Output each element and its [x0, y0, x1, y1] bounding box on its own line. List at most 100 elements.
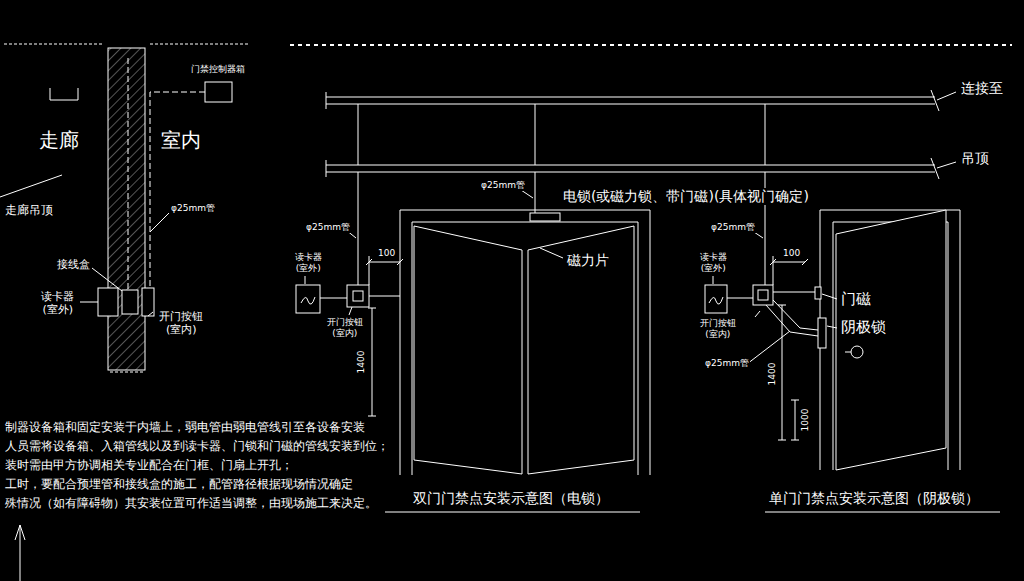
part-name: 读卡器 (室外) — [697, 252, 730, 274]
wall-section-part — [122, 290, 138, 314]
part-name: 读卡器 (室外) — [292, 252, 325, 274]
area-name: 走廊 — [38, 128, 80, 152]
ceiling-pipes-part — [535, 172, 536, 213]
single-door-part — [818, 318, 826, 348]
single-door-part — [758, 290, 768, 300]
double-door-part — [372, 308, 373, 416]
area-name: 室内 — [160, 128, 202, 152]
ceiling-pipes-part — [765, 104, 766, 165]
single-door-part — [713, 276, 714, 284]
double-door-part — [296, 285, 320, 313]
single-door-part — [773, 292, 815, 293]
single-door — [705, 210, 1000, 512]
double-door-part — [301, 297, 315, 304]
double-door-part — [397, 259, 403, 265]
pipe-label: 吊顶 — [960, 150, 990, 167]
single-door-part — [782, 305, 783, 440]
single-door-part — [753, 285, 773, 305]
part-name: 读卡器 (室外) — [38, 290, 77, 316]
double-door-part — [530, 213, 560, 221]
wall-section-part — [0, 175, 62, 197]
part-name: 接线盒 — [56, 258, 91, 271]
wall-section-part — [205, 82, 232, 102]
conduit-label: φ25mm管 — [305, 222, 351, 233]
pipe-label: 连接至 — [960, 80, 1004, 97]
single-door-part — [778, 305, 786, 306]
part-name: 门磁 — [840, 290, 872, 308]
ceiling-pipes-part — [326, 104, 935, 105]
ceiling-pipes-part — [358, 104, 359, 165]
figure-title: 双门门禁点安装示意图（电锁） — [412, 490, 610, 507]
double-door-part — [412, 222, 638, 475]
double-door-part — [368, 416, 376, 417]
wall-section-part — [98, 288, 118, 316]
single-door-part — [773, 256, 774, 285]
single-door-part — [822, 294, 837, 299]
double-door-part — [366, 259, 372, 265]
conduit-label: φ25mm管 — [480, 180, 526, 191]
double-door — [296, 190, 650, 512]
double-door-part — [369, 262, 400, 263]
conduit-label: φ25mm管 — [170, 203, 216, 214]
single-door-part — [770, 259, 776, 265]
single-door-part — [802, 259, 808, 265]
part-name: 磁力片 — [566, 252, 610, 269]
ceiling-pipes-part — [931, 158, 939, 179]
ceiling-pipes-part — [535, 104, 536, 165]
part-name: 电锁(或磁力锁、带门磁)(具体视门确定) — [562, 188, 810, 205]
part-name: 走廊吊顶 — [4, 203, 54, 217]
double-door-part — [305, 276, 306, 284]
single-door-part — [773, 262, 805, 263]
double-door-part — [369, 256, 370, 285]
single-door-part — [845, 352, 851, 353]
dimension: 100 — [377, 248, 396, 259]
single-door-part — [827, 326, 837, 328]
part-name: 阴极锁 — [840, 318, 887, 336]
wall-section — [0, 44, 250, 372]
single-door-part — [795, 400, 796, 440]
dimension: 1400 — [356, 350, 367, 375]
ceiling-pipes-part — [326, 97, 935, 98]
north-arrow-part — [15, 525, 25, 540]
single-door-part — [709, 297, 723, 304]
double-door-part — [353, 291, 363, 301]
figure-title: 单门门禁点安装示意图（阴极锁） — [768, 490, 980, 507]
conduit-label: φ25mm管 — [710, 222, 756, 233]
wall-section-part — [108, 48, 145, 370]
part-name: 开门按钮 (室内) — [697, 318, 739, 340]
note-line: 工时，要配合预埋管和接线盒的施工，配管路径根据现场情况确定 — [4, 477, 354, 491]
ceiling-pipes-part — [937, 92, 956, 100]
note-line: 制器设备箱和固定安装于内墙上，弱电管由弱电管线引至各设备安装 — [4, 420, 366, 434]
single-door-part — [727, 298, 753, 299]
single-door-part — [705, 285, 727, 313]
double-door-part — [369, 296, 400, 297]
wall-section-part — [150, 213, 169, 232]
single-door-part — [791, 440, 799, 441]
single-door-part — [747, 331, 790, 364]
double-door-part — [528, 226, 634, 474]
double-door-part — [349, 307, 352, 315]
ceiling-pipes-part — [326, 165, 935, 166]
ceiling-pipes-part — [358, 172, 359, 285]
single-door-part — [755, 311, 760, 317]
single-door-part — [765, 512, 1000, 513]
single-door-part — [791, 400, 799, 401]
north-arrow — [15, 525, 25, 581]
double-door-part — [540, 248, 563, 258]
ceiling-pipes-part — [290, 44, 1012, 46]
double-door-part — [347, 285, 369, 307]
single-door-part — [815, 287, 821, 299]
dimension: 1000 — [800, 408, 811, 433]
dimension: 100 — [782, 248, 801, 259]
single-door-part — [766, 305, 818, 336]
single-door-part — [820, 210, 960, 470]
double-door-part — [385, 512, 640, 513]
north-arrow-part — [20, 525, 21, 581]
ceiling-pipes-part — [326, 172, 935, 173]
part-name: 开门按钮 (室内) — [324, 317, 366, 339]
wall-section-part — [4, 44, 104, 45]
single-door-part — [836, 210, 946, 470]
single-door-part — [773, 300, 818, 330]
part-name: 开门按钮 (室内) — [156, 310, 206, 336]
